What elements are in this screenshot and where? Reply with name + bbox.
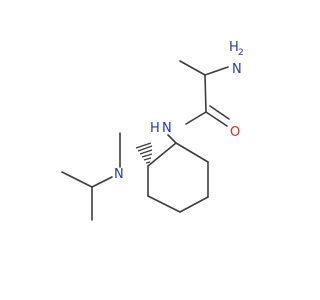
bond-nh-ring bbox=[167, 134, 177, 144]
bond-carbonyl-o-1 bbox=[205, 111, 228, 127]
nh2-h: H bbox=[229, 40, 239, 55]
amide-nh-label: H N bbox=[150, 121, 172, 136]
bond-calpha-nh2 bbox=[204, 66, 229, 76]
bond-carbonyl-nh bbox=[185, 111, 207, 125]
bond-n-isopropyl bbox=[91, 176, 113, 188]
molecule-canvas: H 2 N H N O N bbox=[61, 40, 244, 221]
nh2-label: H 2 N bbox=[229, 40, 244, 77]
bond-carbonyl-o-2 bbox=[209, 105, 230, 120]
bond-methyl-calpha bbox=[179, 60, 206, 76]
amide-h: H bbox=[150, 121, 160, 136]
ring-bond-5 bbox=[147, 195, 181, 213]
amide-n: N bbox=[162, 121, 172, 136]
ring-bond-2 bbox=[175, 142, 209, 163]
nh2-n: N bbox=[232, 62, 242, 77]
bond-calpha-carbonyl bbox=[204, 74, 207, 113]
bond-iprop-me1 bbox=[61, 171, 93, 188]
structure-diagram: H 2 N H N O N bbox=[61, 40, 244, 221]
nh2-subscript: 2 bbox=[238, 48, 244, 58]
carbonyl-o: O bbox=[230, 125, 240, 140]
ring-bond-4 bbox=[179, 196, 209, 213]
hashed-wedge-bond bbox=[135, 142, 153, 164]
ring-bond-1 bbox=[147, 142, 177, 167]
tertiary-n: N bbox=[114, 167, 124, 182]
